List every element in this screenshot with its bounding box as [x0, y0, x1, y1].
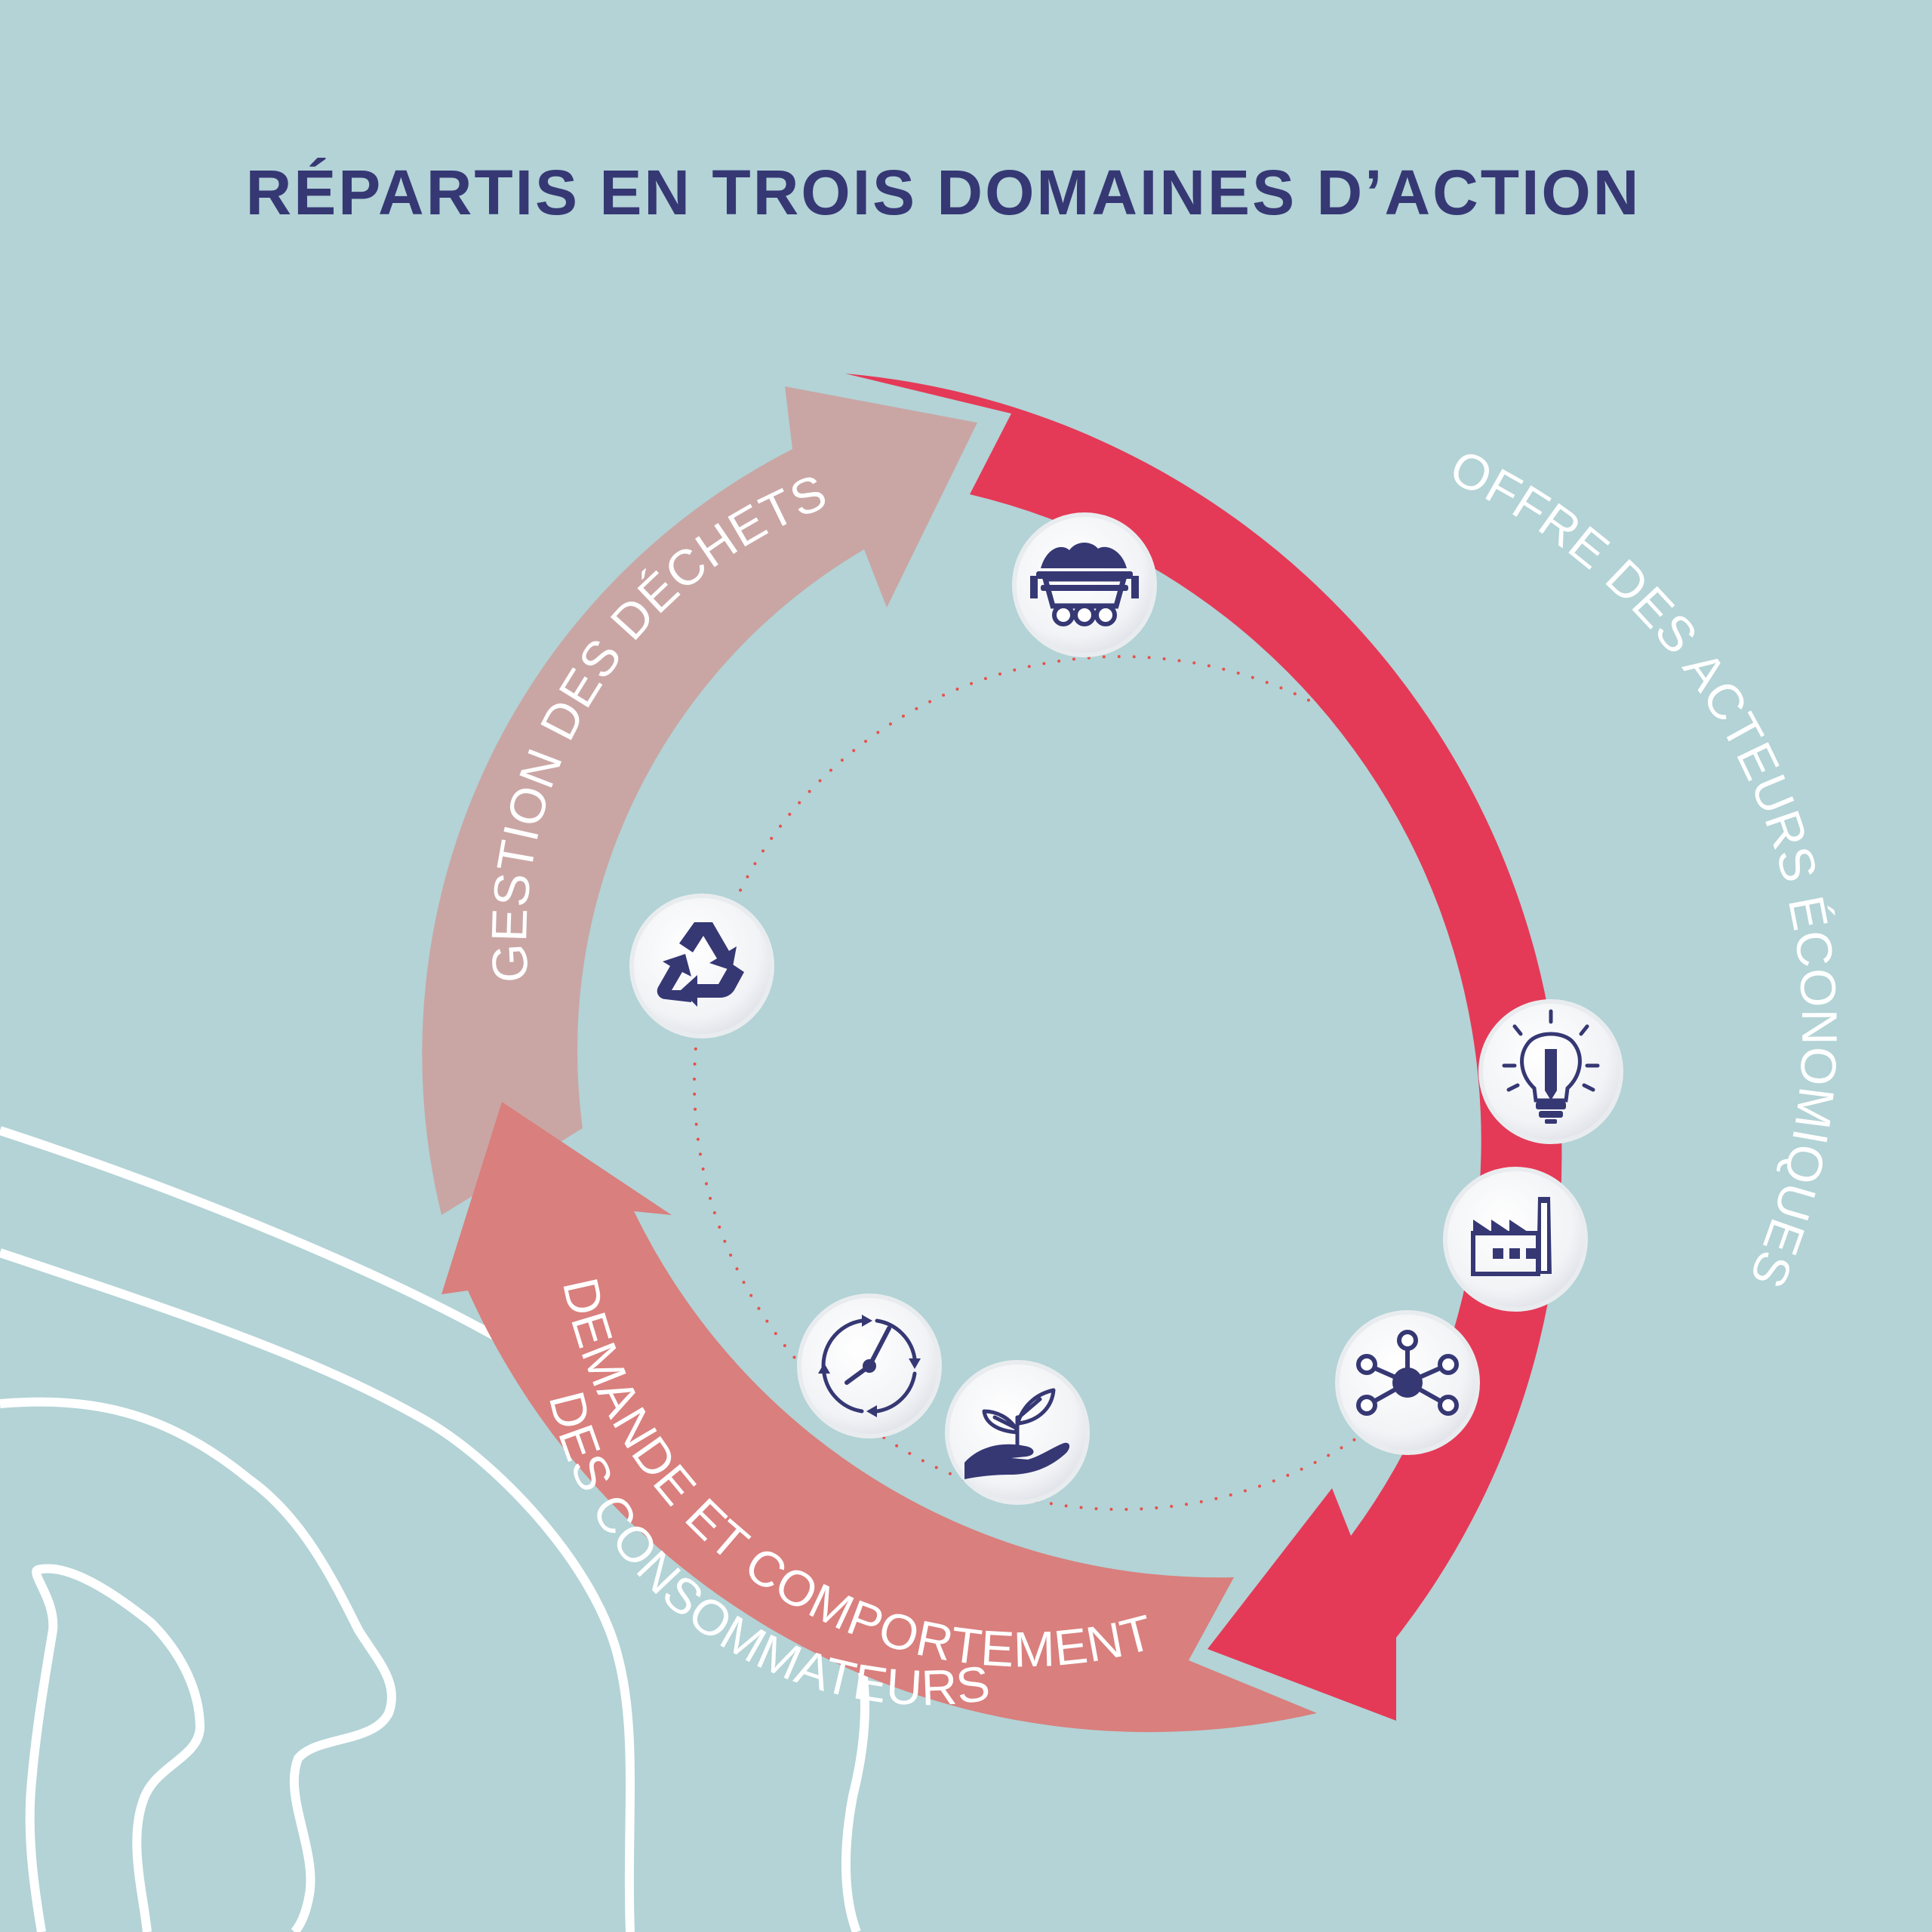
arrow-demande	[441, 1102, 1317, 1733]
network-icon	[1335, 1310, 1480, 1455]
clock-cycle-icon	[797, 1294, 942, 1438]
page-title: RÉPARTIS EN TROIS DOMAINES D’ACTION	[246, 157, 1641, 228]
recycle-icon	[629, 894, 774, 1038]
mine-cart-icon	[1012, 512, 1157, 657]
factory-icon	[1443, 1167, 1588, 1312]
arrow-gestion	[422, 386, 977, 1215]
arrow-offre	[845, 374, 1562, 1721]
lightbulb-pencil-icon	[1478, 999, 1623, 1144]
plant-in-hand-icon	[945, 1360, 1090, 1505]
